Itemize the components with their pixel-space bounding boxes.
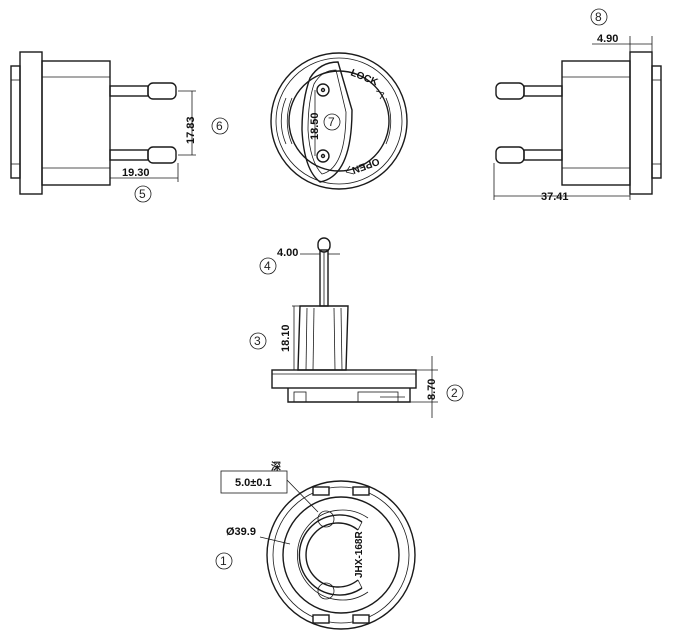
dim-depth: 5.0±0.1 xyxy=(235,477,272,489)
dim-diameter: Ø39.9 xyxy=(226,526,256,538)
dim-4-90: 4.90 xyxy=(597,33,618,45)
svg-text:6: 6 xyxy=(216,119,223,133)
ref-5: 5 xyxy=(134,185,152,203)
ref-7: 7 xyxy=(323,113,341,131)
dim-8-70: 8.70 xyxy=(426,379,438,400)
model-label: JHX-168R xyxy=(354,531,365,578)
bottom-view: JHX-168R Ø39.9 5.0±0.1 深 xyxy=(220,460,416,630)
svg-text:7: 7 xyxy=(328,115,335,129)
svg-text:1: 1 xyxy=(220,554,227,568)
svg-text:5: 5 xyxy=(139,187,146,201)
front-view: 18.50 LOCK OPEN xyxy=(270,52,408,190)
dim-37-41: 37.41 xyxy=(541,191,569,203)
lock-label: LOCK xyxy=(349,68,380,89)
svg-text:8: 8 xyxy=(595,10,602,24)
depth-label: 深 xyxy=(271,460,281,473)
svg-text:3: 3 xyxy=(254,334,261,348)
ref-4: 4 xyxy=(259,257,277,275)
ref-8: 8 xyxy=(590,8,608,26)
elevation-view: 4.00 18.10 8.70 xyxy=(271,237,438,418)
ref-6: 6 xyxy=(211,117,229,135)
svg-text:2: 2 xyxy=(451,386,458,400)
dim-19-30: 19.30 xyxy=(122,167,150,179)
ref-2: 2 xyxy=(446,384,464,402)
dim-4-00: 4.00 xyxy=(277,247,298,259)
ref-3: 3 xyxy=(249,332,267,350)
reference-numbers: 8 6 5 7 4 3 2 1 xyxy=(134,8,608,570)
dim-17-83: 17.83 xyxy=(185,116,197,144)
dim-18-50: 18.50 xyxy=(309,112,321,140)
ref-1: 1 xyxy=(215,552,233,570)
side-view-right: 37.41 4.90 xyxy=(493,33,662,203)
svg-text:4: 4 xyxy=(264,259,271,273)
side-view-left: 17.83 19.30 xyxy=(10,51,197,195)
dim-18-10: 18.10 xyxy=(280,324,292,352)
